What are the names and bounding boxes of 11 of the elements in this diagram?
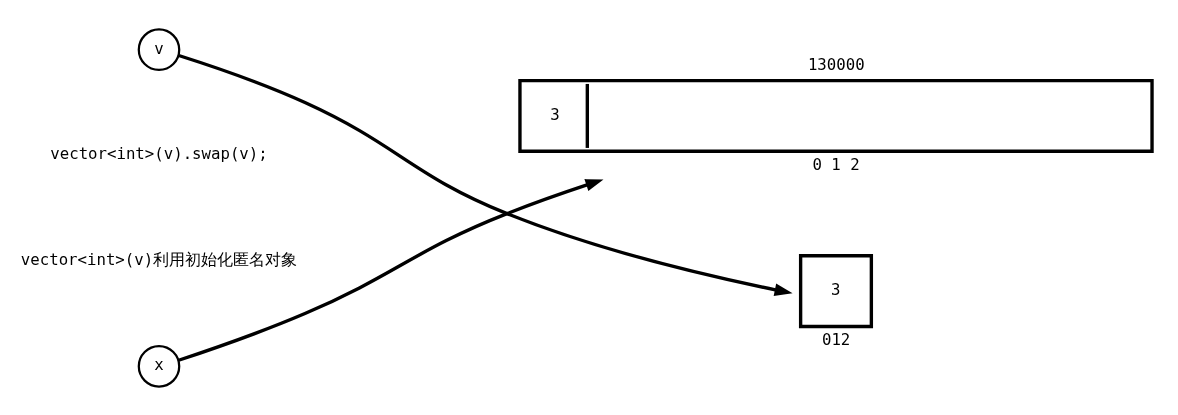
arrow — [178, 53, 793, 296]
node-label: 0 1 2 — [812, 154, 860, 174]
node-label: 012 — [821, 329, 851, 349]
node-circle: v — [137, 27, 181, 71]
node-box: 3 — [798, 253, 874, 328]
node-box: 3 — [518, 78, 1154, 153]
label: vector<int>(v)利用初始化匿名对象 — [20, 249, 298, 269]
node-circle: x — [137, 344, 181, 388]
label: vector<int>(v).swap(v); — [50, 143, 268, 163]
arrow — [178, 178, 604, 362]
node-label: 130000 — [807, 54, 865, 74]
